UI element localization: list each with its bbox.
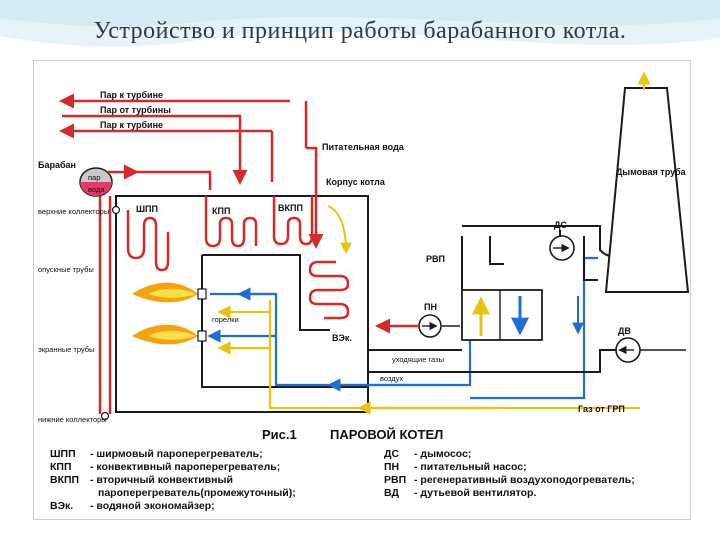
legend-left-abbr: КПП: [50, 461, 72, 473]
label-gas: Газ от ГРП: [578, 404, 625, 414]
caption-figure: Рис.1: [262, 427, 297, 442]
legend-left-text: пароперегреватель(промежуточный);: [98, 487, 296, 499]
label-upper-collectors: верхние коллекторы: [38, 207, 109, 216]
legend-right-text: - дымосос;: [414, 448, 471, 460]
legend-left-text: - водяной экономайзер;: [90, 500, 215, 512]
vkpp-coil: [272, 196, 314, 246]
legend-left-abbr: ШПП: [50, 448, 76, 460]
label-vkpp: ВКПП: [278, 203, 303, 213]
air-duct: [207, 287, 472, 392]
shpp-coil: [126, 210, 170, 272]
label-screen-tubes: экранные трубы: [38, 345, 94, 354]
label-rvp: РВП: [426, 254, 445, 264]
burner-upper: [132, 282, 207, 303]
legend-right-text: - дутьевой вентилятор.: [414, 487, 536, 499]
label-feed-water: Питательная вода: [322, 142, 405, 152]
legend-right-abbr: ВД: [384, 487, 399, 499]
legend-right-abbr: ПН: [384, 461, 399, 473]
caption-title: ПАРОВОЙ КОТЕЛ: [330, 427, 443, 442]
label-flue-gases: уходящие газы: [392, 355, 444, 364]
legend-right-abbr: ДС: [384, 448, 399, 460]
lower-collector: [100, 411, 110, 421]
chimney: [604, 71, 690, 293]
legend-right-text: - регенеративный воздухоподогреватель;: [414, 474, 635, 486]
steam-lines: [59, 93, 324, 249]
burner-lower: [132, 324, 207, 345]
smoke-exhauster: [549, 235, 575, 261]
slide-title: Устройство и принцип работы барабанного …: [93, 18, 627, 44]
label-pn: ПН: [424, 302, 437, 312]
label-dv: ДВ: [618, 326, 631, 336]
label-vek: ВЭк.: [332, 333, 352, 343]
label-ds: ДС: [554, 220, 567, 230]
label-lower-collectors: нижние коллекторы: [38, 415, 107, 424]
label-drum: Барабан: [38, 160, 76, 170]
label-shpp: ШПП: [136, 204, 158, 214]
legend-right-abbr: РВП: [384, 474, 406, 486]
legend-left-abbr: ВЭк.: [50, 500, 73, 512]
label-drum-steam: пар: [88, 173, 100, 182]
title-background-wave: [0, 0, 720, 47]
legend-left: ШПП - ширмовый пароперегреватель; КПП - …: [50, 448, 296, 512]
feed-pump: [375, 314, 460, 338]
flue-path-arrows: [327, 205, 638, 255]
gas-line: [217, 300, 640, 415]
label-kpp: КПП: [212, 206, 230, 216]
legend-left-text: - вторичный конвективный: [90, 474, 233, 486]
label-steam-back: Пар от турбины: [100, 105, 171, 115]
label-drum-water: вода: [88, 185, 105, 194]
label-burners: горелки: [212, 315, 239, 324]
upper-collector: [111, 205, 121, 215]
economizer-coil: [308, 260, 350, 320]
label-steam-out-1: Пар к турбине: [100, 90, 163, 100]
blower-fan: [615, 337, 686, 363]
label-air: воздух: [380, 374, 403, 383]
legend-left-abbr: ВКПП: [50, 474, 79, 486]
legend-right-text: - питательный насос;: [414, 461, 527, 473]
label-chimney: Дымовая труба: [616, 167, 687, 177]
label-boiler-casing: Корпус котла: [326, 177, 386, 187]
drum: [79, 167, 113, 197]
label-downcomers: опускные трубы: [38, 265, 94, 274]
air-inlet-duct: [470, 256, 598, 400]
rvp-heater: [461, 289, 543, 341]
label-steam-out-2: Пар к турбине: [100, 120, 163, 130]
legend-left-text: - конвективный пароперегреватель;: [90, 461, 280, 473]
legend-right: ДС - дымосос; ПН - питательный насос; РВ…: [384, 448, 635, 499]
legend-left-text: - ширмовый пароперегреватель;: [90, 448, 263, 460]
kpp-coil: [204, 196, 258, 248]
